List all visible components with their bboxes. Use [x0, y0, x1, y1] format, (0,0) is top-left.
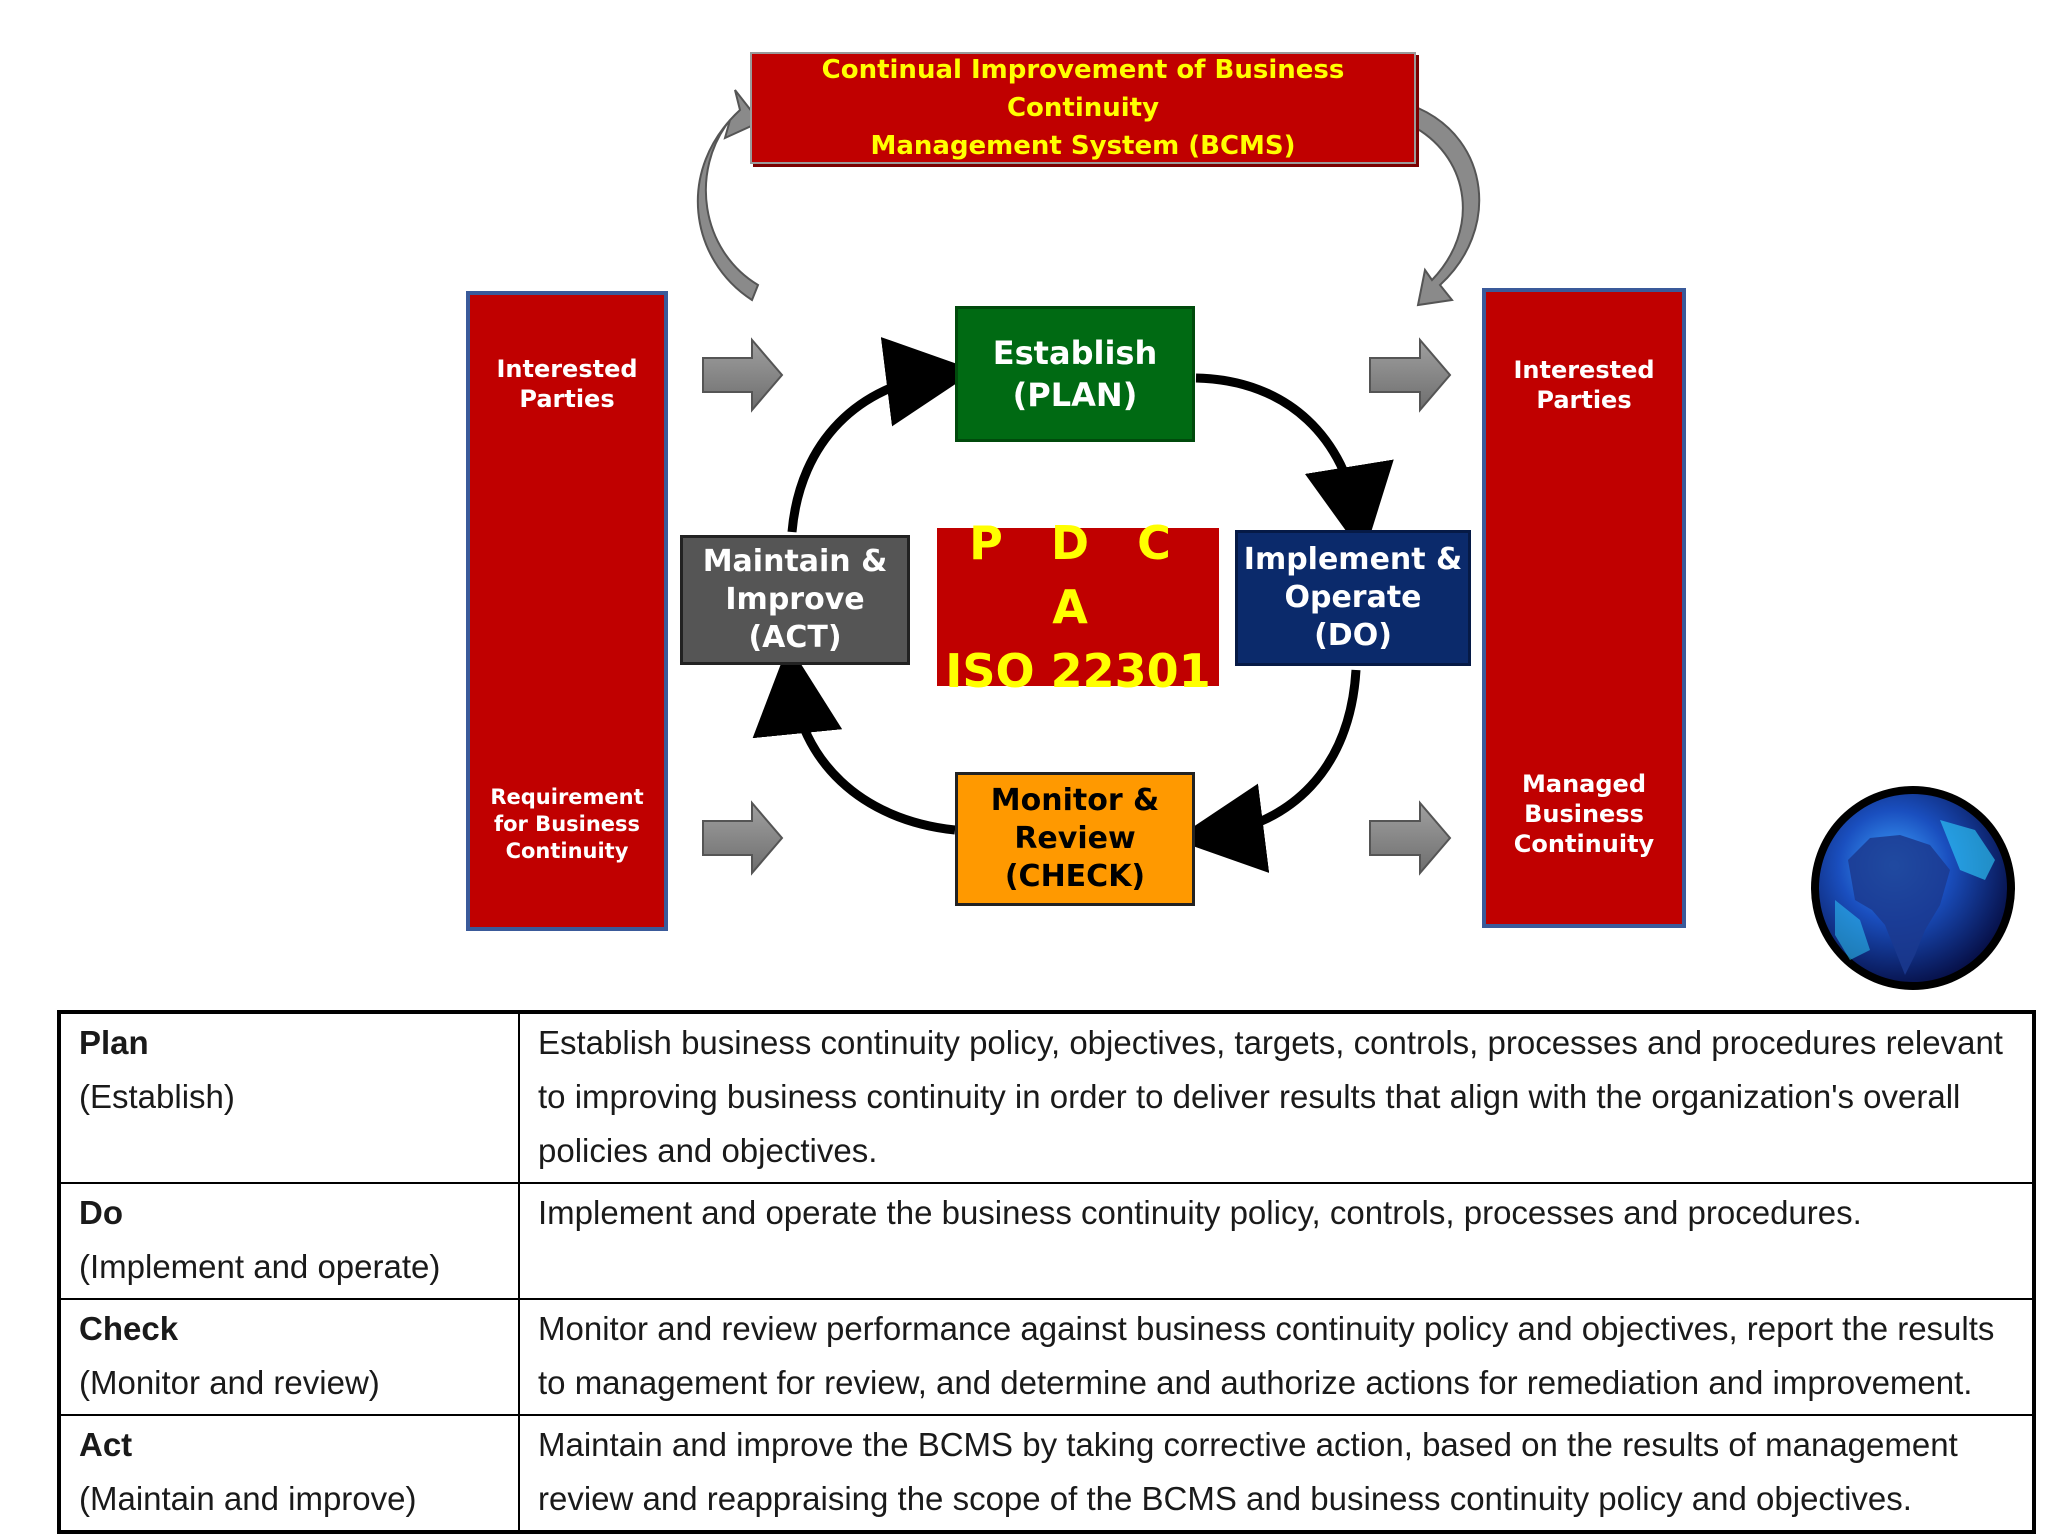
block-arrow-right-bottom	[1369, 800, 1452, 876]
act-line-2: Improve	[725, 582, 865, 617]
check-box: Monitor & Review (CHECK)	[955, 772, 1195, 906]
cycle-arrow-do-to-check	[1174, 669, 1361, 873]
act-line-3: (ACT)	[748, 620, 842, 655]
right-output-column: Interested Parties Managed Business Cont…	[1482, 288, 1686, 928]
cycle-arrow-check-to-act	[752, 644, 956, 835]
phase-subtitle: (Maintain and improve)	[79, 1480, 417, 1517]
table-row: Plan (Establish) Establish business cont…	[58, 1011, 2035, 1184]
curved-arrow-right	[1414, 106, 1481, 307]
description-cell: Maintain and improve the BCMS by taking …	[518, 1414, 2035, 1533]
block-arrow-right-top	[1369, 337, 1452, 413]
phase-cell: Check (Monitor and review)	[58, 1298, 520, 1416]
phase-subtitle: (Establish)	[79, 1078, 235, 1115]
phase-subtitle: (Implement and operate)	[79, 1248, 441, 1285]
right-top-label-text: Interested Parties	[1513, 356, 1655, 414]
table-row: Act (Maintain and improve) Maintain and …	[58, 1414, 2035, 1533]
banner-line-1: Continual Improvement of Business Contin…	[821, 55, 1345, 123]
plan-line-1: Establish	[992, 334, 1158, 372]
description-cell: Implement and operate the business conti…	[518, 1182, 2035, 1300]
do-line-2: Operate	[1284, 580, 1422, 615]
right-bottom-label: Managed Business Continuity	[1486, 766, 1682, 862]
cycle-arrow-plan-to-do	[1195, 373, 1394, 556]
phase-subtitle: (Monitor and review)	[79, 1364, 380, 1401]
description-cell: Monitor and review performance against b…	[518, 1298, 2035, 1416]
globe-icon	[1811, 786, 2015, 990]
left-input-column: Interested Parties Requirement for Busin…	[466, 291, 668, 931]
check-line-1: Monitor &	[990, 783, 1160, 818]
do-line-3: (DO)	[1314, 618, 1392, 653]
pdca-description-table: Plan (Establish) Establish business cont…	[57, 1010, 2036, 1534]
left-top-label-text: Interested Parties	[496, 355, 638, 413]
pdca-center-box: P D C A ISO 22301	[937, 516, 1219, 698]
act-line-1: Maintain &	[702, 544, 888, 579]
block-arrow-left-bottom	[702, 800, 784, 876]
phase-cell: Plan (Establish)	[58, 1011, 520, 1184]
phase-name: Do	[79, 1194, 123, 1231]
left-bottom-label: Requirement for Business Continuity	[470, 779, 664, 869]
banner-line-2: Management System (BCMS)	[870, 131, 1296, 161]
iso-standard-title: ISO 22301	[945, 644, 1211, 698]
check-line-2: Review	[1014, 821, 1136, 856]
phase-name: Act	[79, 1426, 133, 1463]
plan-box: Establish (PLAN)	[955, 306, 1195, 442]
do-line-1: Implement &	[1243, 542, 1463, 577]
improvement-banner: Continual Improvement of Business Contin…	[750, 52, 1416, 164]
do-box: Implement & Operate (DO)	[1235, 530, 1471, 666]
phase-cell: Do (Implement and operate)	[58, 1182, 520, 1300]
phase-cell: Act (Maintain and improve)	[58, 1414, 520, 1533]
description-cell: Establish business continuity policy, ob…	[518, 1011, 2035, 1184]
pdca-title: P D C A	[969, 516, 1187, 634]
table-row: Do (Implement and operate) Implement and…	[58, 1182, 2035, 1300]
check-line-3: (CHECK)	[1004, 859, 1146, 894]
phase-name: Plan	[79, 1024, 149, 1061]
phase-name: Check	[79, 1310, 179, 1347]
act-box: Maintain & Improve (ACT)	[680, 535, 910, 665]
block-arrow-left-top	[702, 337, 784, 413]
table-row: Check (Monitor and review) Monitor and r…	[58, 1298, 2035, 1416]
right-top-label: Interested Parties	[1486, 350, 1682, 420]
left-top-label: Interested Parties	[470, 349, 664, 419]
plan-line-2: (PLAN)	[1012, 376, 1138, 414]
cycle-arrow-act-to-plan	[787, 337, 976, 533]
left-bottom-label-text: Requirement for Business Continuity	[490, 784, 644, 863]
right-bottom-label-text: Managed Business Continuity	[1513, 770, 1655, 858]
